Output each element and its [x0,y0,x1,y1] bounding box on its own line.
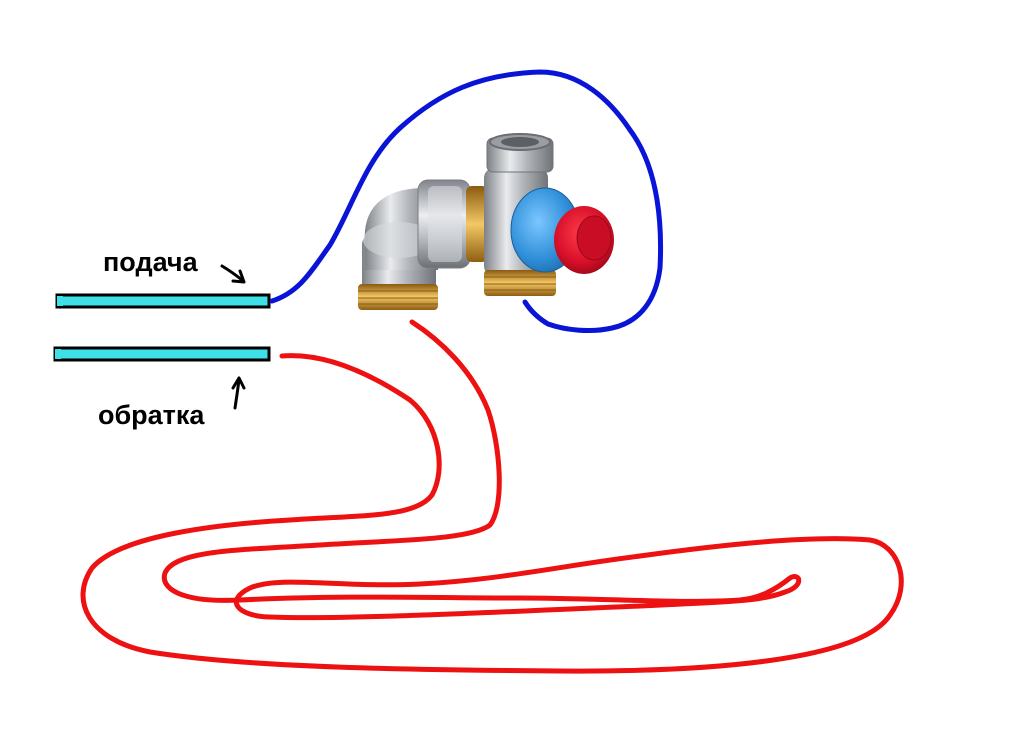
return-arrow-icon [231,376,246,410]
return-line [80,319,904,674]
return-pipe [53,346,271,362]
three-way-radiator-valve-icon [358,133,614,310]
return-label: обратка [98,400,205,430]
supply-arrow-icon [220,264,246,284]
supply-pipe [55,293,271,309]
supply-line [269,69,664,334]
supply-label: подача [103,247,198,277]
